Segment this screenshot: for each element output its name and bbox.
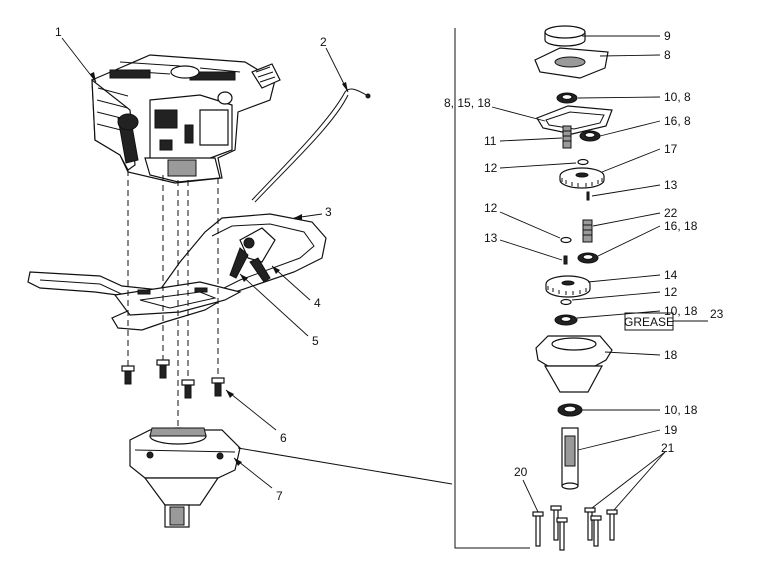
callout-16-8: 16, 8 <box>664 114 691 128</box>
callout-11: 11 <box>484 134 497 148</box>
callout-19: 19 <box>664 423 678 437</box>
callout-8-15-18: 8, 15, 18 <box>444 96 491 110</box>
callout-17: 17 <box>664 142 678 156</box>
callout-labels: 1 2 3 4 5 6 7 9 8 10, 8 8, 15, 18 16, 8 … <box>55 25 724 503</box>
exploded-view-frame <box>454 28 530 549</box>
callout-3: 3 <box>325 205 332 219</box>
callout-10-18-b: 10, 18 <box>664 403 698 417</box>
callout-6: 6 <box>280 431 287 445</box>
callout-9: 9 <box>664 29 671 43</box>
bolts <box>121 359 225 399</box>
callout-12-a: 12 <box>484 161 498 175</box>
callout-23: 23 <box>710 307 724 321</box>
callout-10-18-a: 10, 18 <box>664 304 698 318</box>
handle-frame <box>27 213 327 331</box>
grease-label: GREASE <box>624 315 674 329</box>
throttle-lever <box>229 227 276 283</box>
callout-21: 21 <box>661 441 675 455</box>
callout-10-8: 10, 8 <box>664 90 691 104</box>
callout-2: 2 <box>320 35 327 49</box>
gearbox-assembly <box>129 427 241 528</box>
callout-8: 8 <box>664 48 671 62</box>
callout-16-18: 16, 18 <box>664 219 698 233</box>
callout-7: 7 <box>276 489 283 503</box>
callout-22: 22 <box>664 206 678 220</box>
callout-14: 14 <box>664 268 678 282</box>
callout-12-c: 12 <box>664 285 678 299</box>
callout-5: 5 <box>312 334 319 348</box>
alignment-lines <box>127 170 219 430</box>
callout-13-a: 13 <box>664 178 678 192</box>
callout-13-b: 13 <box>484 231 498 245</box>
callout-18: 18 <box>664 348 678 362</box>
exploded-view <box>532 25 618 551</box>
throttle-cable <box>251 88 371 203</box>
engine <box>91 54 281 184</box>
callout-12-b: 12 <box>484 201 498 215</box>
leader-lines <box>61 35 708 513</box>
callout-1: 1 <box>55 25 62 39</box>
grease-box: GREASE <box>624 312 674 331</box>
callout-20: 20 <box>514 465 528 479</box>
connector-line <box>237 447 453 485</box>
callout-4: 4 <box>314 296 321 310</box>
